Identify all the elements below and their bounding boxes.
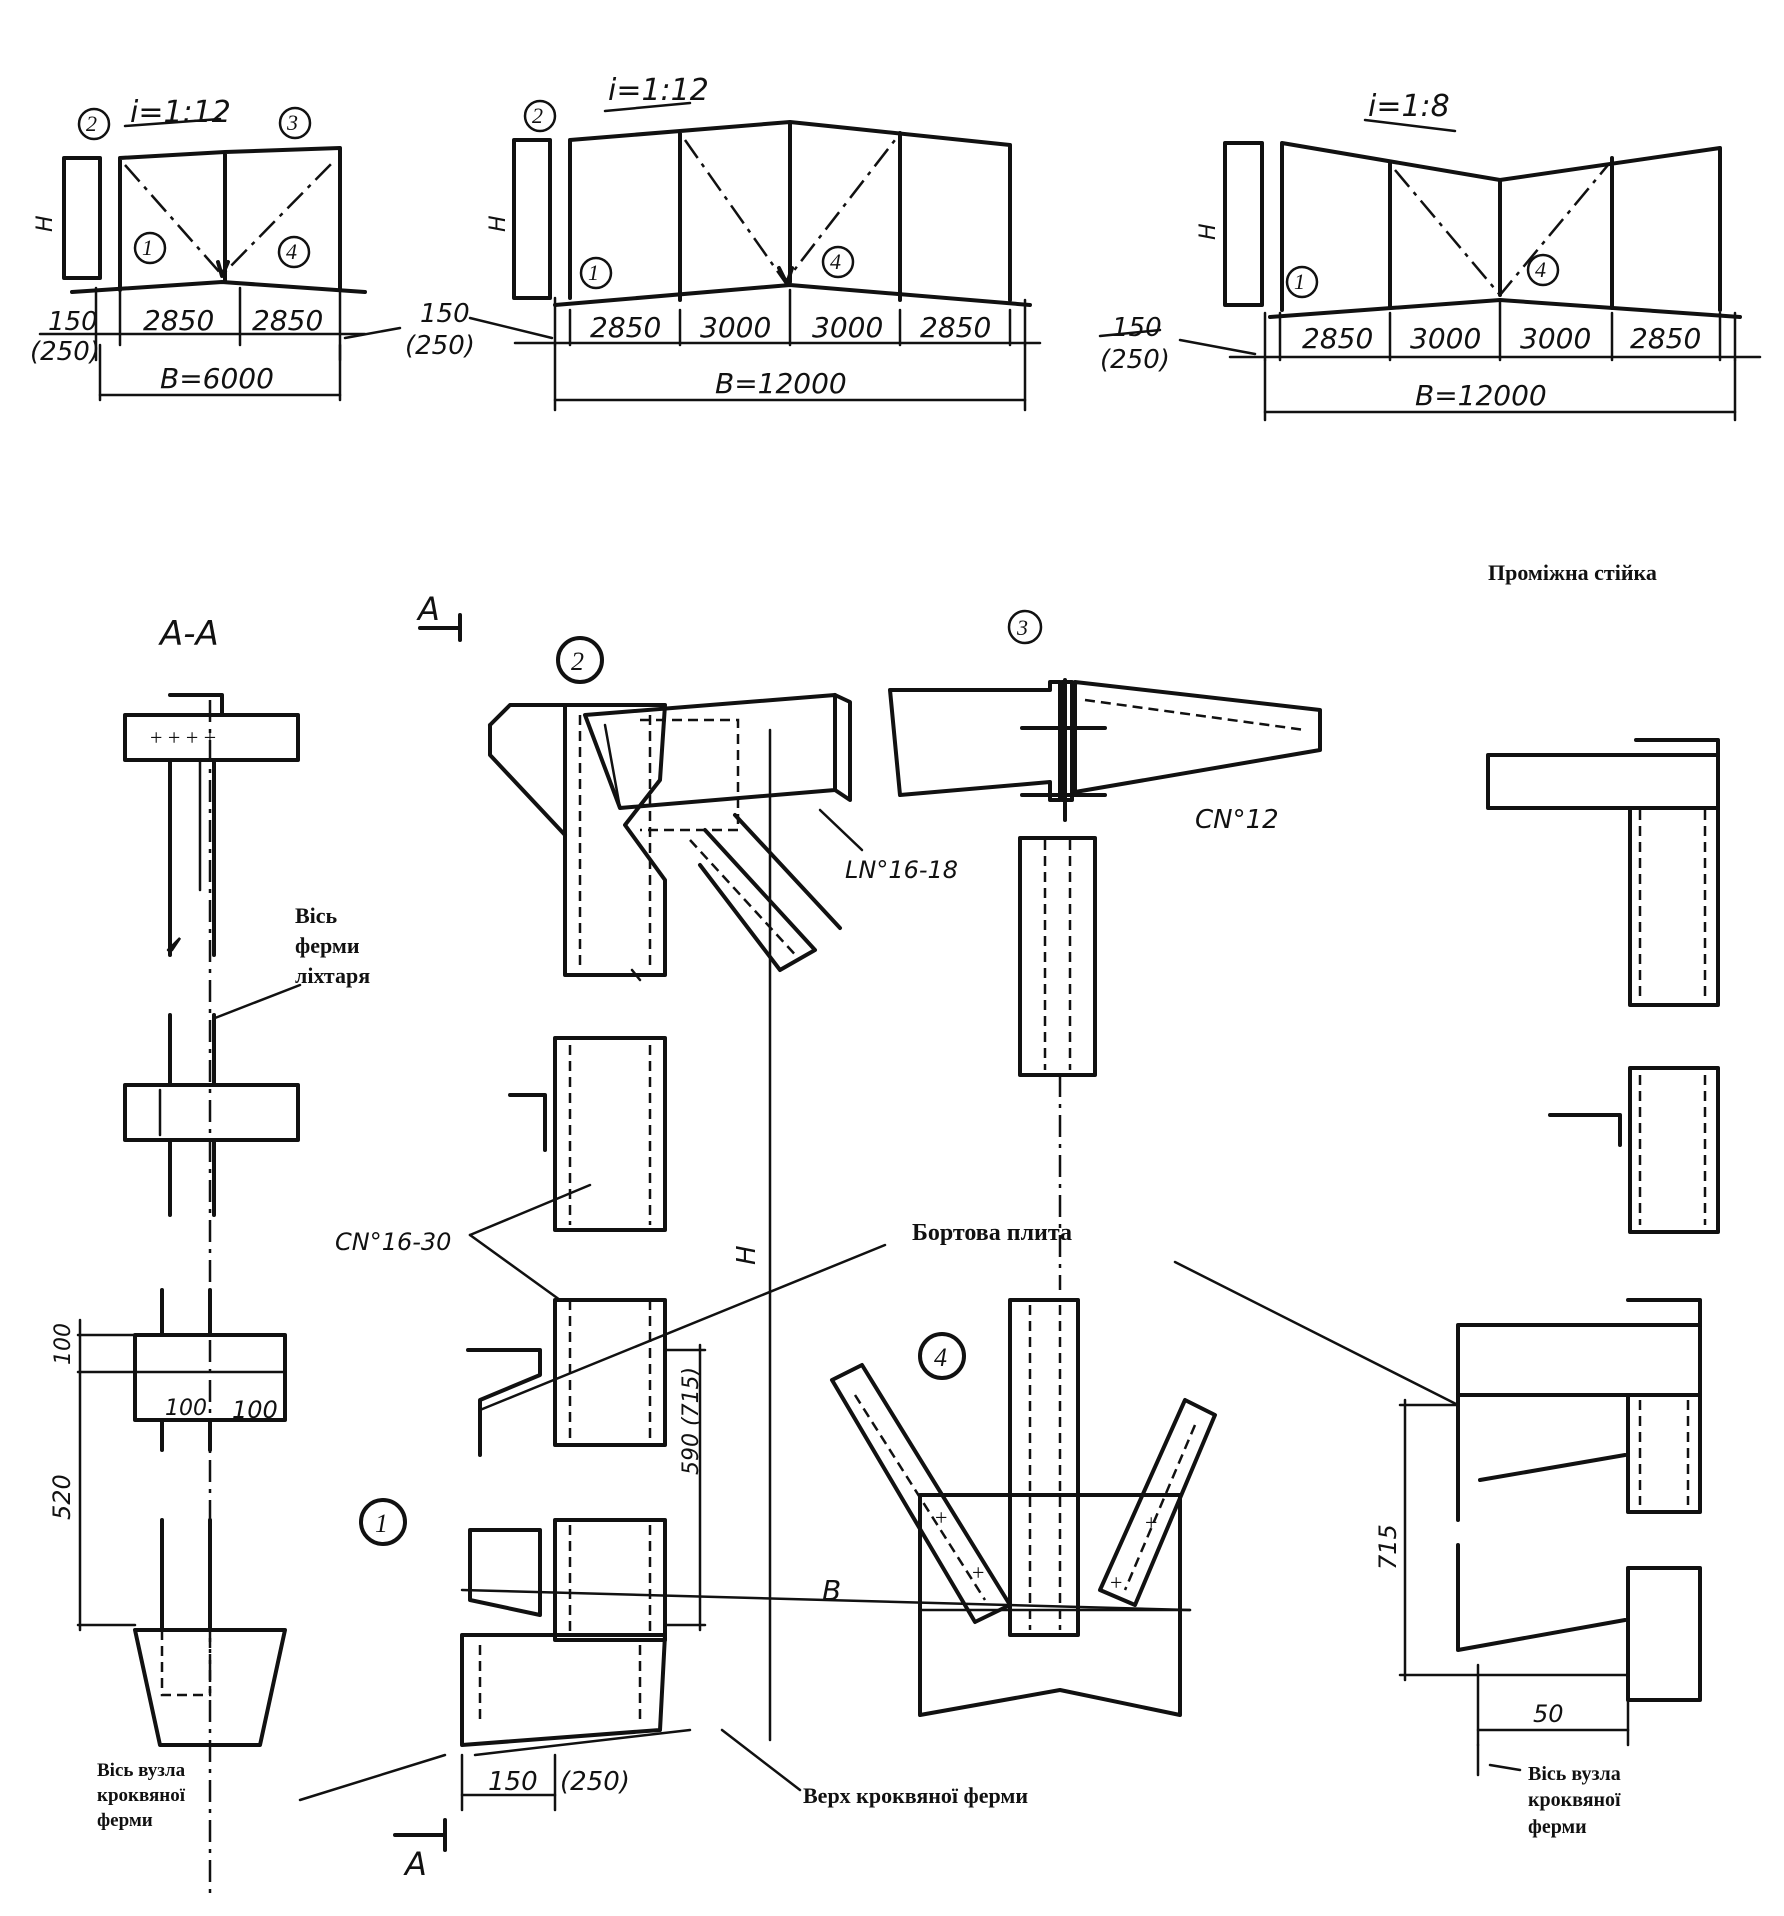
truss-node-axis-label-2: кроквяної [97, 1785, 186, 1806]
node-1-mark-circle [359, 1498, 407, 1546]
truss-node-axis-label-3: ферми [97, 1810, 153, 1831]
dim-100-a: 100 [51, 1323, 76, 1365]
frame-3-dim-3: 3000 [1520, 322, 1591, 355]
section-mark-a-top: A [416, 590, 440, 628]
node-mark-1: 1 [375, 1509, 388, 1538]
dim-520: 520 [48, 1474, 76, 1520]
node-mark-4c: 4 [1535, 257, 1546, 282]
section-title: A-A [158, 614, 219, 654]
profile-channel: CN°12 [1195, 805, 1279, 835]
post-leader-1 [468, 1183, 592, 1237]
node-mark-3a: 3 [286, 110, 298, 135]
node-3-mark-circle [1007, 609, 1043, 645]
frame-3-height: H [1196, 223, 1221, 240]
node-mark-2: 2 [571, 647, 584, 676]
frame-3-edge-dim-alt: (250) [1100, 345, 1170, 375]
frame-1-edge-dim-alt: (250) [30, 337, 100, 367]
node-mark-4: 4 [934, 1343, 947, 1372]
lantern-axis-label-3: ліхтаря [295, 963, 370, 988]
svg-text:+: + [972, 1560, 984, 1585]
svg-text:+: + [935, 1505, 947, 1530]
svg-text:+: + [1145, 1510, 1157, 1535]
frame-3-diagram [1098, 118, 1762, 422]
frame-3-span: B=12000 [1415, 379, 1547, 412]
frame-3-dim-4: 2850 [1630, 322, 1701, 355]
intermediate-post-detail [1398, 738, 1720, 1777]
frame-2-dim-3: 3000 [812, 311, 883, 344]
node-mark-4b: 4 [830, 249, 841, 274]
right-truss-axis-label-2: кроквяної [1528, 1789, 1621, 1811]
svg-text:+ + + +: + + + + [150, 725, 216, 750]
frame-1-dim-1: 2850 [143, 304, 214, 337]
lantern-axis-leader [213, 983, 302, 1020]
frame-1-dim-2: 2850 [252, 304, 323, 337]
frame-2-dim-4: 2850 [920, 311, 991, 344]
section-mark-bottom [393, 1818, 447, 1852]
node-3-detail [888, 678, 1322, 1290]
dim-715: 715 [1374, 1524, 1402, 1570]
node-mark-1c: 1 [1294, 269, 1305, 294]
dim-b: B [822, 1574, 841, 1607]
node-mark-4a: 4 [286, 239, 297, 264]
node-4-mark-circle [918, 1332, 966, 1380]
node-mark-2b: 2 [532, 103, 543, 128]
right-truss-axis-label-1: Вісь вузла [1528, 1763, 1621, 1785]
frame-3-dim-2: 3000 [1410, 322, 1481, 355]
frame-3-dim-1: 2850 [1302, 322, 1373, 355]
frame-1-diagram [38, 106, 367, 402]
node-1-detail [460, 1243, 1192, 1812]
frame-1-height: H [33, 215, 58, 232]
frame-3-slope: i=1:8 [1368, 89, 1450, 124]
section-a-a: + + + + [76, 693, 447, 1900]
frame-2-height: H [486, 215, 511, 232]
dim-h: H [732, 1245, 762, 1265]
frame-1-slope: i=1:12 [130, 95, 231, 130]
frame-2-diagram [343, 99, 1042, 412]
dim-100-c: 100 [232, 1396, 278, 1424]
section-mark-top [418, 613, 462, 642]
frame-1-edge-dim: 150 [48, 307, 98, 337]
post-detail [508, 1036, 667, 1232]
roof-truss-top-label: Верх кроквяної ферми [803, 1783, 1028, 1808]
right-axis-leader [1488, 1763, 1522, 1772]
profile-top-chord: LN°16-18 [845, 856, 958, 884]
frame-2-dim-2: 3000 [700, 311, 771, 344]
dim-590-715: 590 (715) [679, 1367, 704, 1475]
post-leader-2 [468, 1233, 562, 1302]
dim-100-b: 100 [165, 1396, 207, 1421]
truss-node-axis-label-1: Вісь вузла [97, 1760, 186, 1781]
frame-2-edge-dim: 150 [420, 299, 470, 329]
frame-2-slope: i=1:12 [608, 73, 709, 108]
edge-plate-leader [1173, 1260, 1460, 1407]
dim-150: 150 [488, 1767, 538, 1797]
svg-text:+: + [1110, 1570, 1122, 1595]
dim-50: 50 [1533, 1700, 1564, 1728]
node-mark-1a: 1 [142, 235, 153, 260]
node-2-detail [488, 636, 864, 1742]
right-truss-axis-label-3: ферми [1528, 1816, 1587, 1838]
node-4-detail: + + + + [830, 1298, 1217, 1717]
edge-plate-label: Бортова плита [912, 1220, 1072, 1246]
profile-post: CN°16-30 [335, 1228, 451, 1256]
node-mark-1b: 1 [588, 260, 599, 285]
frame-1-span: B=6000 [160, 362, 274, 395]
section-mark-a-bottom: A [403, 1845, 427, 1883]
frame-2-edge-dim-alt: (250) [405, 331, 475, 361]
frame-2-span: B=12000 [715, 367, 847, 400]
node-mark-3: 3 [1016, 615, 1028, 640]
node-mark-2a: 2 [86, 111, 97, 136]
intermediate-post-label: Проміжна стійка [1488, 560, 1657, 585]
frame-3-edge-dim: 150 [1112, 313, 1162, 343]
lantern-axis-label-2: ферми [295, 933, 360, 958]
dim-250: (250) [560, 1767, 630, 1797]
lantern-axis-label-1: Вісь [295, 903, 338, 928]
frame-2-dim-1: 2850 [590, 311, 661, 344]
